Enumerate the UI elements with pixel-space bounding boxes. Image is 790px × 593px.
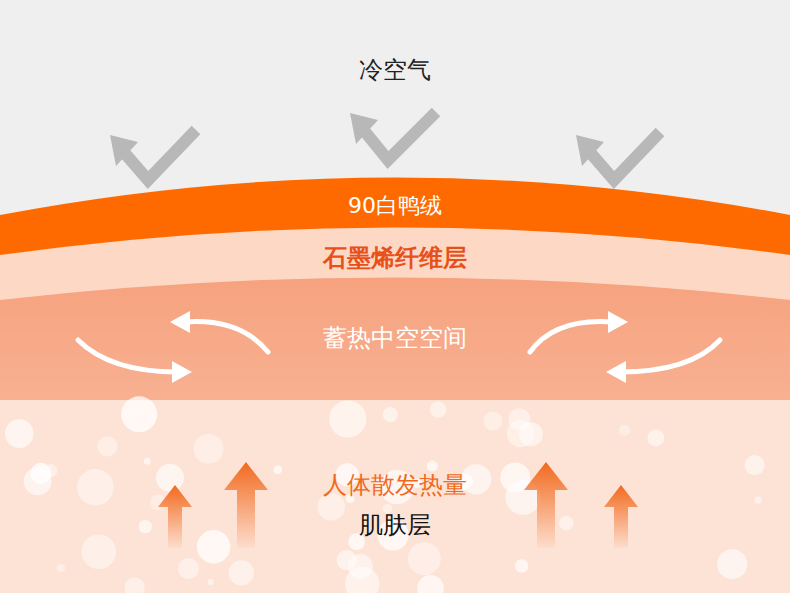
bubble (5, 419, 34, 448)
bubble (274, 466, 283, 475)
bubble (427, 461, 438, 472)
bubble (383, 407, 398, 422)
bubble (619, 425, 630, 436)
bubble (208, 579, 214, 585)
bubble (178, 558, 199, 579)
skin-bubbles (5, 396, 765, 593)
bubble (329, 400, 366, 437)
bubble (129, 408, 138, 417)
bubble (559, 516, 574, 531)
bubble (507, 420, 535, 448)
graphene-layer (0, 228, 790, 593)
skin-band: 人体散发热量肌肤层 (323, 470, 467, 540)
bubble (125, 577, 145, 593)
bubble (430, 401, 446, 417)
bubble (156, 464, 184, 492)
bubble (408, 542, 441, 575)
bubble (417, 575, 443, 593)
skin-layer (0, 400, 790, 593)
down-band: 90白鸭绒 (348, 192, 442, 220)
bubble (515, 559, 528, 572)
bubble (30, 463, 51, 484)
skin-label: 肌肤层 (323, 510, 467, 540)
bubble (139, 520, 152, 533)
deflect-arrows (122, 112, 660, 180)
cold-air-band: 冷空气 (359, 55, 431, 85)
bubble (717, 549, 747, 579)
bubble (484, 412, 503, 431)
bubble (57, 564, 66, 573)
bubble (647, 430, 664, 447)
bubble (754, 497, 761, 504)
heat-space-label: 蓄热中空空间 (323, 323, 467, 353)
cold-air-label: 冷空气 (359, 55, 431, 85)
bubble (345, 567, 379, 593)
deflect-arrowheads (110, 113, 604, 166)
down-layer (0, 178, 790, 593)
heat-label: 人体散发热量 (323, 470, 467, 500)
bubble (82, 534, 117, 569)
heat-up-arrows (158, 462, 638, 548)
graphene-label: 石墨烯纤维层 (323, 243, 467, 273)
bubble (97, 436, 117, 456)
down-label: 90白鸭绒 (348, 192, 442, 220)
bubble (144, 458, 151, 465)
heat-space-layer (0, 278, 790, 593)
heat-space-band: 蓄热中空空间 (323, 323, 467, 353)
circulation-heads (170, 311, 628, 383)
bubble (194, 434, 224, 464)
bubble (229, 560, 254, 585)
bubble (197, 530, 230, 563)
bubble (745, 455, 765, 475)
graphene-band: 石墨烯纤维层 (323, 243, 467, 273)
bubble (77, 469, 114, 506)
bubble (121, 396, 157, 432)
